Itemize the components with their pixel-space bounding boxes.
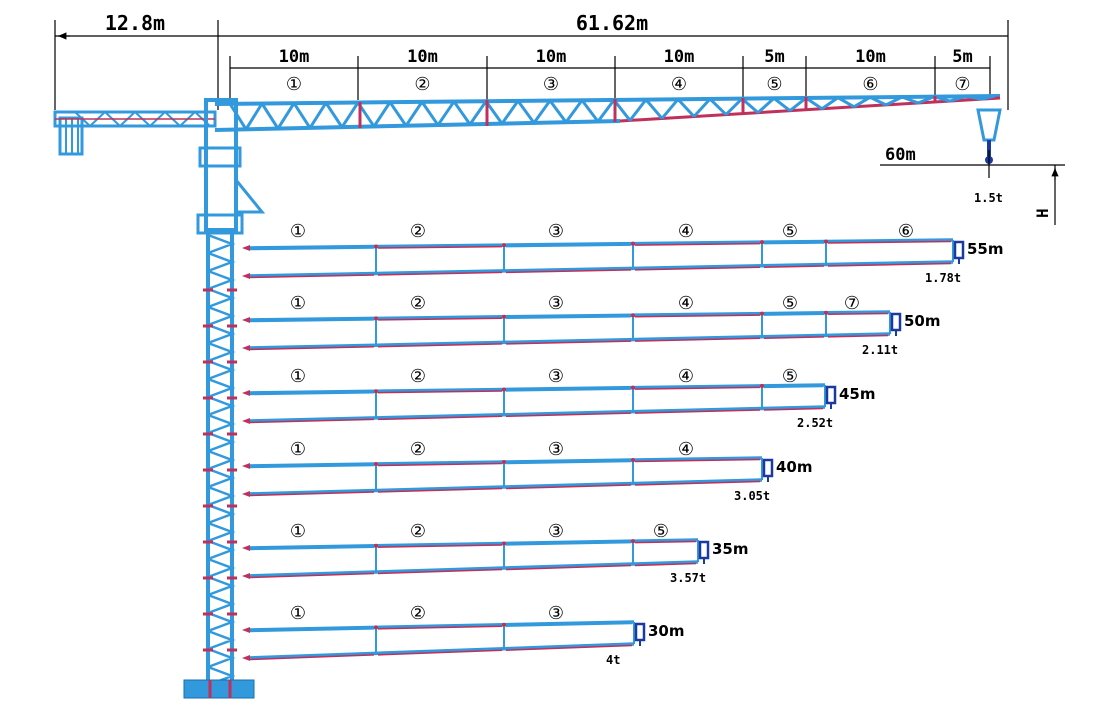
configuration-35m: ① ② ③ ⑤ 35m 3.57t xyxy=(242,521,749,585)
config-section-label: ⑤ xyxy=(653,521,669,542)
config-section-label: ① xyxy=(290,221,306,242)
section-length-3: 10m xyxy=(536,47,567,67)
config-load-label: 2.11t xyxy=(862,343,898,357)
config-section-label: ④ xyxy=(678,221,694,242)
configuration-50m: ① ② ③ ④ ⑤ ⑦ 50m 2.11t xyxy=(242,293,941,357)
section-length-6: 10m xyxy=(855,47,886,67)
section-number-3: ③ xyxy=(543,74,559,95)
config-section-label: ② xyxy=(410,439,426,460)
config-radius-label: 40m xyxy=(776,458,813,476)
config-section-label: ③ xyxy=(548,221,564,242)
config-section-label: ② xyxy=(410,221,426,242)
section-number-4: ④ xyxy=(671,74,687,95)
config-radius-label: 45m xyxy=(839,385,876,403)
section-length-7: 5m xyxy=(952,47,972,67)
configuration-40m: ① ② ③ ④ 40m 3.05t xyxy=(242,439,813,503)
configuration-55m: ① ② ③ ④ ⑤ ⑥ 55m 1.78t xyxy=(242,221,1004,285)
jib-configurations: ① ② ③ ④ ⑤ ⑥ 55m 1.78t ① ② ③ ④ ⑤ ⑦ 50m 2.11t ① ② ③ ④ ⑤ 45m 2.52… xyxy=(242,221,1004,667)
section-dimensions: 10m ① 10m ② 10m ③ 10m ④ 5m ⑤ 10m ⑥ 5m ⑦ xyxy=(229,47,991,100)
section-length-5: 5m xyxy=(764,47,784,67)
config-section-label: ④ xyxy=(678,293,694,314)
config-section-label: ⑤ xyxy=(782,293,798,314)
config-section-label: ③ xyxy=(548,366,564,387)
section-number-6: ⑥ xyxy=(862,74,878,95)
config-section-label: ① xyxy=(290,293,306,314)
config-radius-label: 30m xyxy=(648,622,685,640)
counter-jib xyxy=(53,110,217,156)
config-section-label: ② xyxy=(410,521,426,542)
config-section-label: ⑤ xyxy=(782,366,798,387)
section-length-4: 10m xyxy=(664,47,695,67)
config-radius-label: 55m xyxy=(967,240,1004,258)
config-load-label: 3.57t xyxy=(670,571,706,585)
config-load-label: 1.78t xyxy=(925,271,961,285)
section-length-2: 10m xyxy=(407,47,438,67)
tower-mast xyxy=(183,98,266,699)
config-section-label: ③ xyxy=(548,293,564,314)
config-section-label: ⑥ xyxy=(898,221,914,242)
configuration-45m: ① ② ③ ④ ⑤ 45m 2.52t xyxy=(242,366,876,430)
config-load-label: 3.05t xyxy=(734,489,770,503)
section-length-1: 10m xyxy=(279,47,310,67)
height-label: H xyxy=(1033,208,1052,218)
hook-annotation: 60m 1.5t H xyxy=(880,145,1065,225)
config-load-label: 4t xyxy=(606,653,620,667)
config-section-label: ② xyxy=(410,366,426,387)
section-number-7: ⑦ xyxy=(954,74,970,95)
config-load-label: 2.52t xyxy=(797,416,833,430)
hook-radius-label: 60m xyxy=(885,145,916,165)
config-section-label: ② xyxy=(410,603,426,624)
config-section-label: ⑦ xyxy=(844,293,860,314)
config-section-label: ② xyxy=(410,293,426,314)
section-number-2: ② xyxy=(414,74,430,95)
config-section-label: ③ xyxy=(548,439,564,460)
section-number-1: ① xyxy=(286,74,302,95)
config-section-label: ③ xyxy=(548,603,564,624)
config-section-label: ① xyxy=(290,366,306,387)
config-section-label: ① xyxy=(290,603,306,624)
config-radius-label: 35m xyxy=(712,540,749,558)
hook-load-label: 1.5t xyxy=(974,191,1003,205)
config-section-label: ④ xyxy=(678,366,694,387)
config-section-label: ③ xyxy=(548,521,564,542)
section-number-5: ⑤ xyxy=(766,74,782,95)
overall-dimensions: 12.8m 61.62m xyxy=(54,11,1009,110)
config-section-label: ① xyxy=(290,439,306,460)
configuration-30m: ① ② ③ 30m 4t xyxy=(242,603,685,667)
config-section-label: ① xyxy=(290,521,306,542)
jib-total-dimension: 61.62m xyxy=(576,11,648,35)
counter-jib-dimension: 12.8m xyxy=(105,11,165,35)
main-jib xyxy=(214,94,1001,132)
config-section-label: ④ xyxy=(678,439,694,460)
config-radius-label: 50m xyxy=(904,312,941,330)
config-section-label: ⑤ xyxy=(782,221,798,242)
